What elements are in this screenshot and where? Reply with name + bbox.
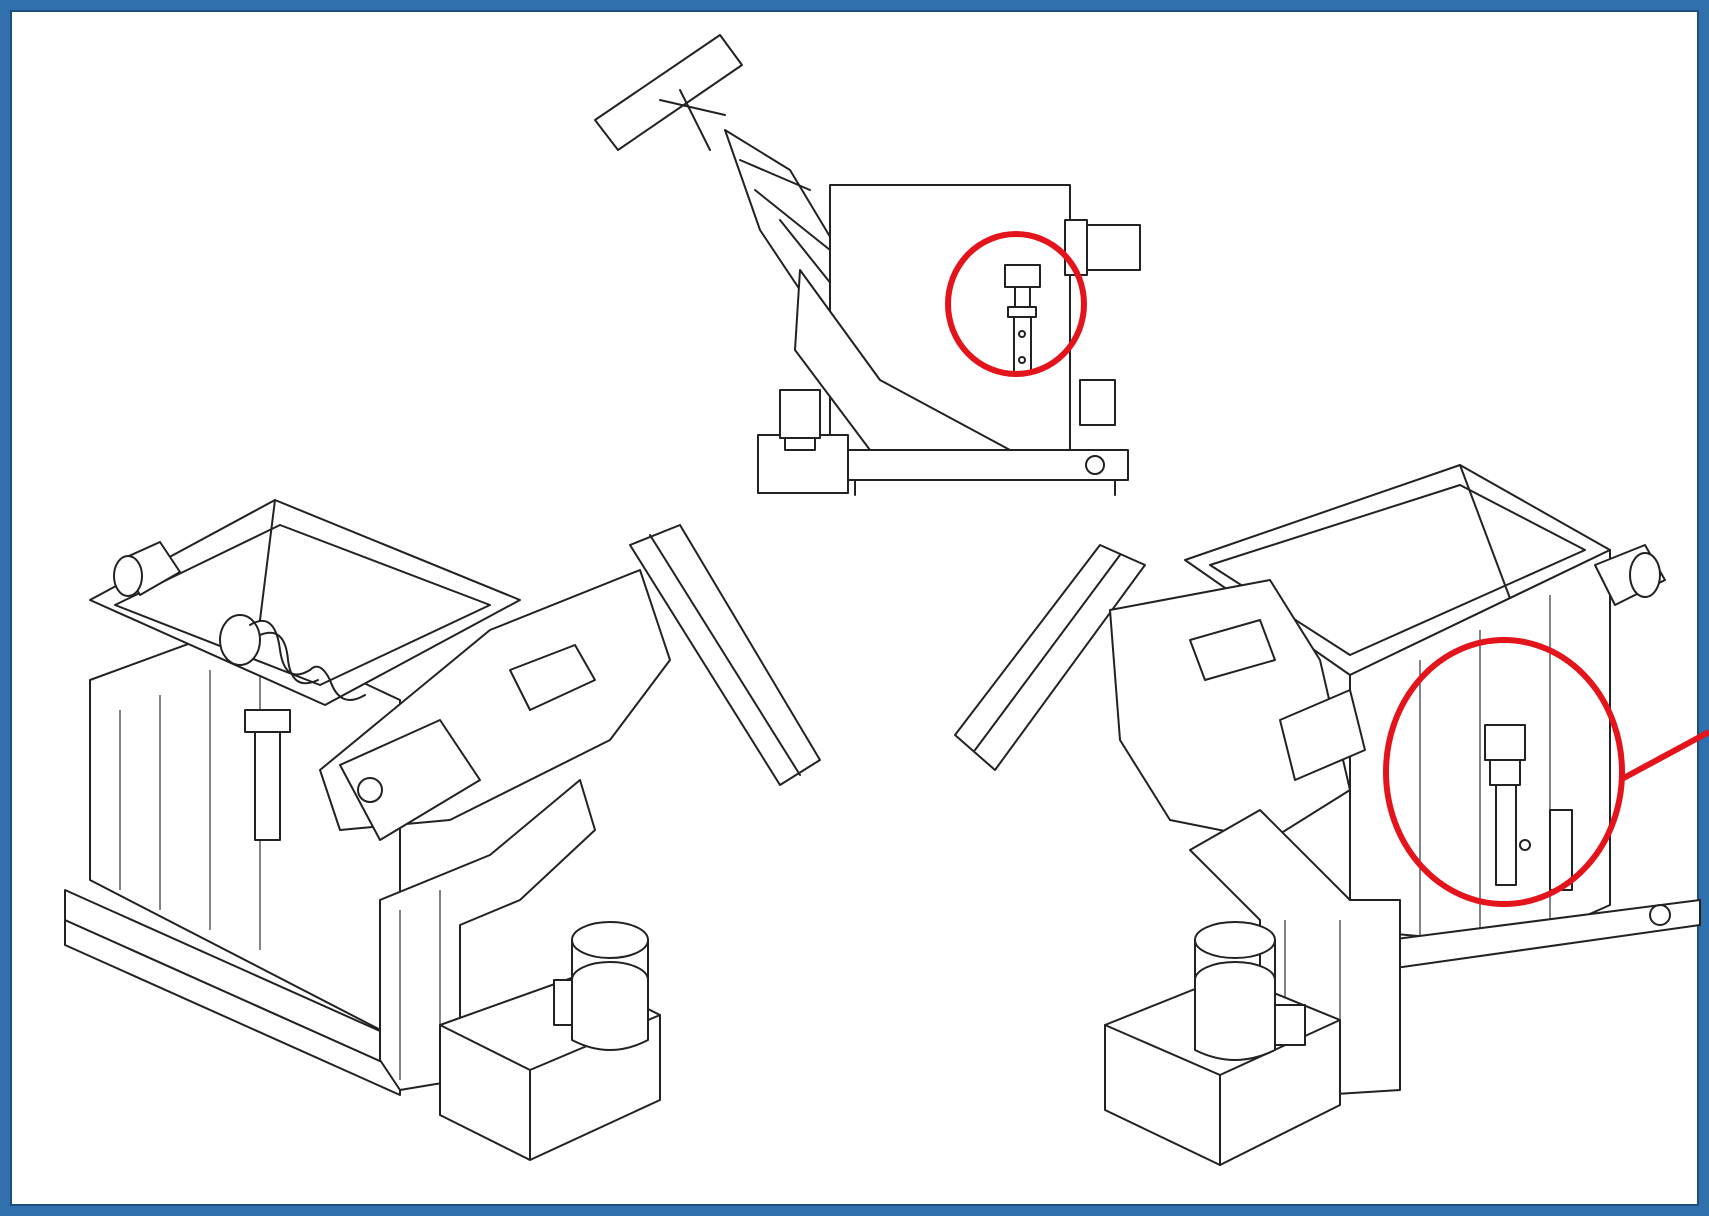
technical-drawing <box>64 34 1709 1166</box>
side-view-drive-motor <box>1084 224 1141 271</box>
iso-right-highlight-circle <box>1383 637 1625 907</box>
iso-left-cylinder <box>254 719 281 841</box>
side-view-base <box>839 449 1129 481</box>
iso-view-right <box>954 464 1709 1166</box>
side-view-highlight-circle <box>945 231 1087 377</box>
iso-right-hydraulic-unit <box>1104 921 1341 1166</box>
iso-left-auger <box>219 614 366 701</box>
figure-frame-inner <box>10 10 1699 1206</box>
iso-view-left <box>64 499 821 1161</box>
iso-right-feeder-housing <box>1109 579 1351 841</box>
iso-left-hydraulic-unit <box>439 921 661 1161</box>
side-view-chute <box>594 34 743 151</box>
side-view-hydraulic-tank <box>757 434 849 494</box>
side-view-gearbox <box>1079 379 1116 426</box>
iso-right-leader-line <box>1618 729 1709 783</box>
side-view-cylinder <box>1004 264 1041 373</box>
iso-left-support <box>379 779 596 1091</box>
side-view <box>594 34 1141 496</box>
iso-left-hopper <box>89 499 521 706</box>
